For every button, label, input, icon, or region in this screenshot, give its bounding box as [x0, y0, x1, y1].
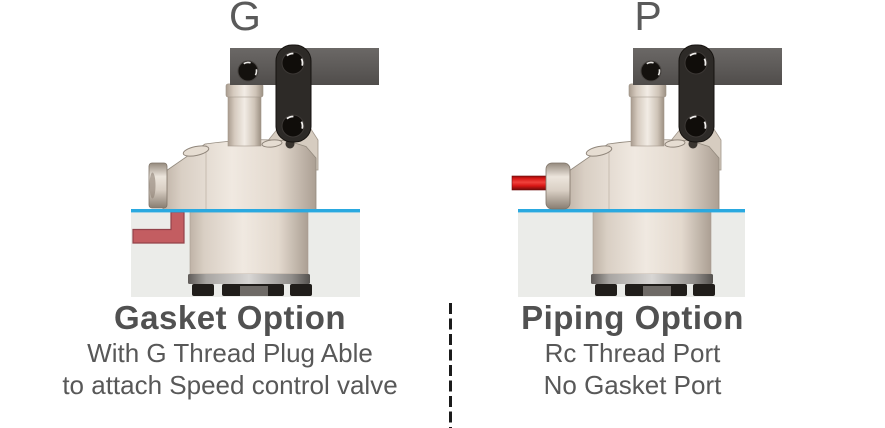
lever-pin	[237, 60, 259, 82]
link-pin	[684, 114, 708, 138]
rc-thread-port-fitting	[545, 162, 571, 210]
body-top-hole	[585, 145, 613, 157]
piping-option-line: No Gasket Port	[543, 370, 722, 400]
gasket-surface-line	[518, 209, 745, 213]
gasket-caption: Gasket Option With G Thread Plug Able to…	[10, 299, 450, 401]
gasket-option-line: to attach Speed control valve	[62, 370, 398, 400]
plug-bore-shadow	[149, 172, 156, 199]
gasket-option-title: Gasket Option	[113, 299, 347, 336]
cylinder-lower-body	[592, 211, 712, 275]
piping-clamp-illustration	[511, 44, 782, 297]
piping-option-title: Piping Option	[521, 299, 744, 336]
rod-collar	[225, 83, 264, 98]
lever-pin	[640, 60, 662, 82]
gasket-option-code: G	[229, 0, 261, 39]
gasket-option-line: With G Thread Plug Able	[87, 338, 373, 368]
piping-option-line: Rc Thread Port	[544, 338, 721, 368]
dashed-divider	[449, 303, 452, 428]
gasket-surface-line	[131, 209, 360, 213]
clamp-cylinder-illustrations	[131, 44, 782, 297]
body-top-hole	[182, 145, 210, 157]
piping-option-code: P	[634, 0, 662, 39]
link-pin	[684, 51, 708, 75]
piping-caption: Piping Option Rc Thread Port No Gasket P…	[460, 299, 805, 401]
bottom-ports	[595, 284, 715, 296]
body-top-hole	[664, 139, 686, 148]
link-pin	[281, 114, 305, 138]
cylinder-end-cap	[188, 274, 310, 284]
cylinder-end-cap	[591, 274, 713, 284]
bottom-ports	[192, 284, 312, 296]
link-pin	[281, 51, 305, 75]
body-top-hole	[261, 139, 283, 148]
gasket-clamp-illustration	[131, 44, 379, 297]
cylinder-lower-body	[189, 211, 309, 275]
rod-collar	[628, 83, 667, 98]
